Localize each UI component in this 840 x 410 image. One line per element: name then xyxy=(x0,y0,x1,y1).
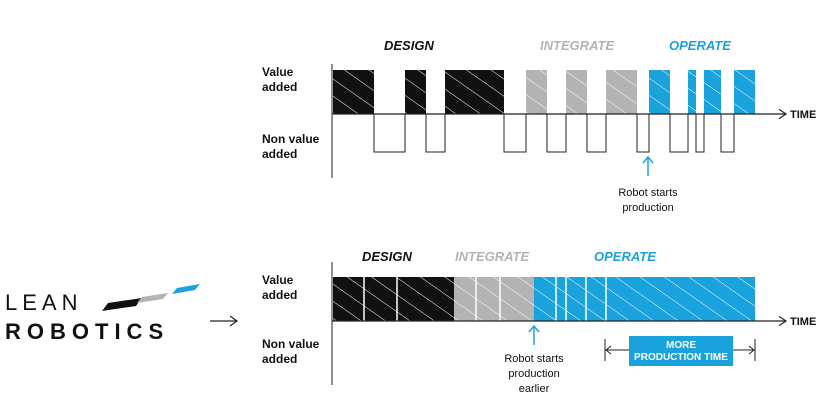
top-phase-operate: OPERATE xyxy=(669,38,731,53)
top-annotation-arrowhead xyxy=(642,155,654,164)
more-box-line-2: PRODUCTION TIME xyxy=(634,352,728,363)
top-bar-integrate-3 xyxy=(606,70,637,114)
top-bar-design-3 xyxy=(445,70,504,114)
logo-stripe-black xyxy=(102,298,142,311)
top-phase-integrate: INTEGRATE xyxy=(540,38,614,53)
bottom-phase-design: DESIGN xyxy=(362,249,412,264)
top-bar-operate-1 xyxy=(649,70,670,114)
top-bar-design-2 xyxy=(405,70,426,114)
logo-stripe-gray xyxy=(137,293,168,303)
top-diagram: Value added Non value added DESIGN INTEG… xyxy=(262,38,816,214)
logo-arrowhead-icon xyxy=(229,315,239,327)
top-bar-integrate-2 xyxy=(566,70,587,114)
bottom-diagram: Value added Non value added DESIGN INTEG… xyxy=(262,249,816,395)
lean-robotics-logo: LEAN ROBOTICS xyxy=(5,284,239,344)
top-value-label-2: added xyxy=(262,80,297,94)
top-bar-integrate-1 xyxy=(526,70,547,114)
bottom-value-label-1: Value xyxy=(262,273,294,287)
span-left-arrowhead xyxy=(605,345,612,355)
more-production-box xyxy=(629,336,733,366)
logo-lean: LEAN xyxy=(5,290,82,315)
top-annotation-line-2: production xyxy=(622,202,673,214)
top-nonvalue-label-1: Non value xyxy=(262,132,320,146)
bottom-bar-integrate xyxy=(454,277,534,321)
bottom-annotation-line-1: Robot starts xyxy=(504,353,564,365)
bottom-phase-operate: OPERATE xyxy=(594,249,656,264)
bottom-time-label: TIME xyxy=(790,316,816,328)
bottom-nonvalue-label-2: added xyxy=(262,352,297,366)
bottom-bar-operate xyxy=(534,277,755,321)
logo-robotics: ROBOTICS xyxy=(5,319,169,344)
bottom-annotation-arrowhead xyxy=(528,324,540,333)
top-nonvalue-label-2: added xyxy=(262,147,297,161)
bottom-value-label-2: added xyxy=(262,288,297,302)
bottom-annotation-line-3: earlier xyxy=(519,383,550,395)
bottom-bar-separators xyxy=(363,277,607,321)
bottom-nonvalue-label-1: Non value xyxy=(262,337,320,351)
logo-stripe-blue xyxy=(172,284,200,294)
top-nonvalue-pulses xyxy=(373,114,735,153)
top-value-label-1: Value xyxy=(262,65,294,79)
top-phase-design: DESIGN xyxy=(384,38,434,53)
top-bar-design-1 xyxy=(333,70,374,114)
more-box-line-1: MORE xyxy=(666,340,696,351)
bottom-bar-design xyxy=(333,277,454,321)
top-bar-operate-2 xyxy=(688,70,696,114)
top-bar-operate-3 xyxy=(704,70,721,114)
bottom-annotation-line-2: production xyxy=(508,368,559,380)
span-right-arrowhead xyxy=(748,345,755,355)
bottom-phase-integrate: INTEGRATE xyxy=(455,249,529,264)
top-time-label: TIME xyxy=(790,109,816,121)
top-annotation-line-1: Robot starts xyxy=(618,187,678,199)
top-bar-operate-4 xyxy=(734,70,755,114)
